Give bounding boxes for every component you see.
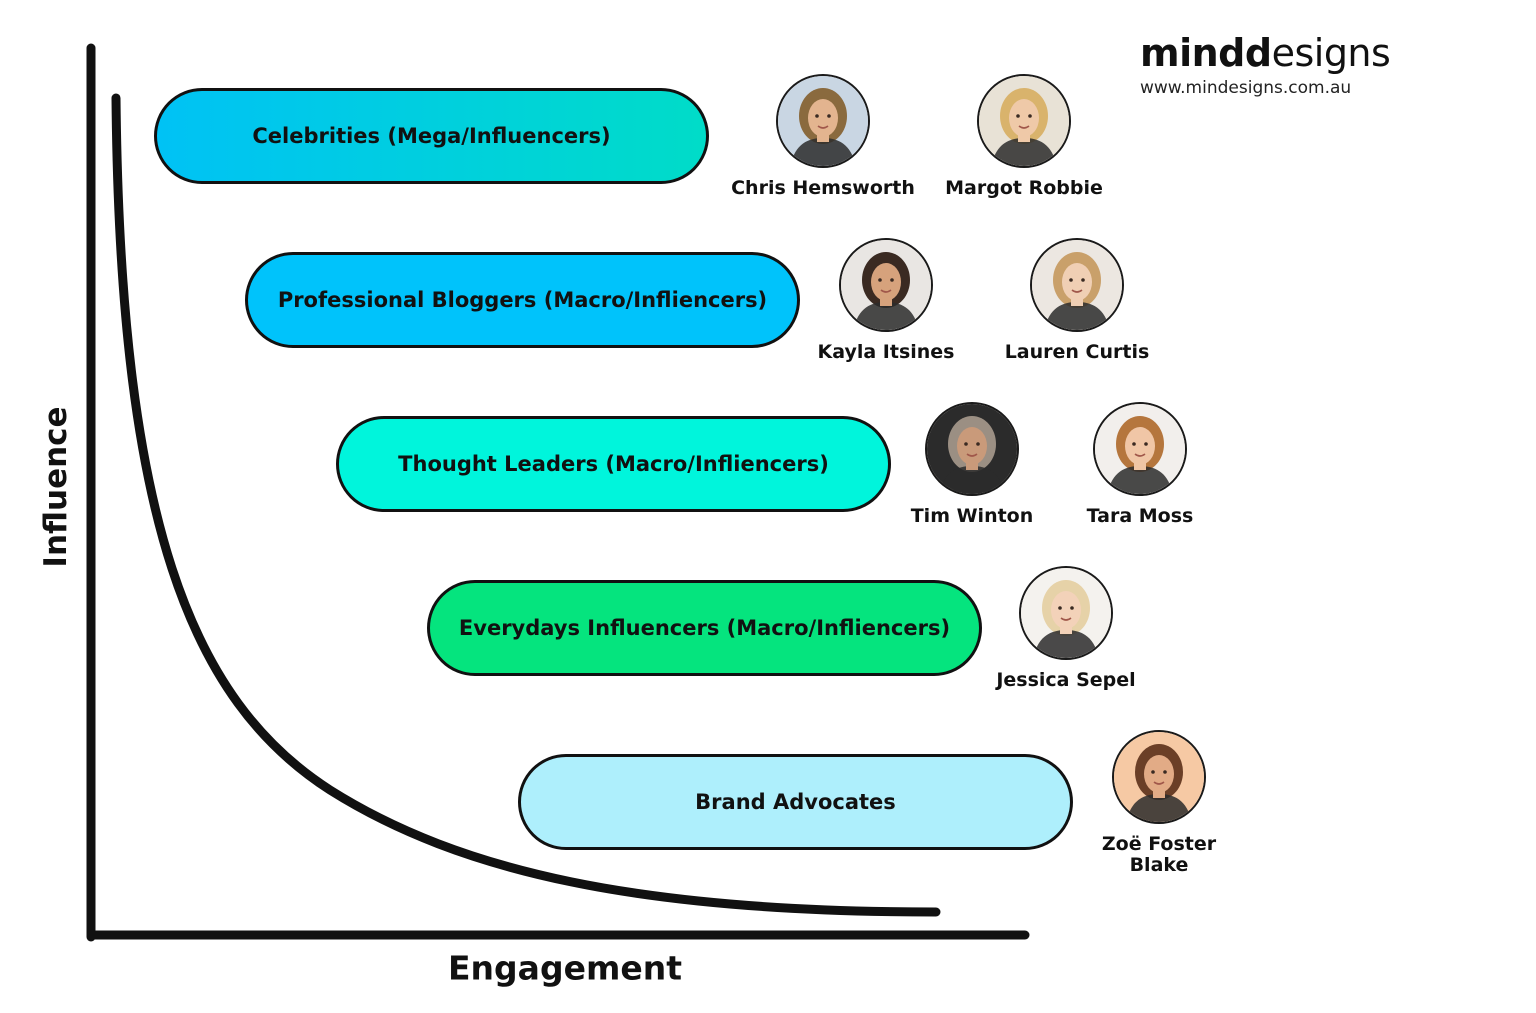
person-name: Zoë Foster Blake bbox=[1101, 833, 1217, 876]
x-axis-label: Engagement bbox=[448, 948, 682, 988]
portrait-icon bbox=[1019, 566, 1113, 660]
portrait-eye-left bbox=[1058, 606, 1062, 610]
tier-label: Thought Leaders (Macro/Infliencers) bbox=[398, 452, 829, 476]
portrait-mouth bbox=[1153, 781, 1165, 785]
portrait-eye-left bbox=[964, 442, 968, 446]
person-name: Margot Robbie bbox=[945, 177, 1103, 199]
portrait-shoulders bbox=[790, 138, 856, 166]
tier-label: Brand Advocates bbox=[695, 790, 896, 814]
portrait-mouth bbox=[1060, 617, 1072, 621]
person-name: Chris Hemsworth bbox=[731, 177, 915, 199]
person-chris-hemsworth: Chris Hemsworth bbox=[723, 74, 923, 199]
person-lauren-curtis: Lauren Curtis bbox=[977, 238, 1177, 363]
portrait-icon bbox=[977, 74, 1071, 168]
portrait-drawing bbox=[979, 76, 1069, 166]
portrait-drawing bbox=[778, 76, 868, 166]
portrait-eye-right bbox=[1144, 442, 1148, 446]
portrait-mouth bbox=[817, 125, 829, 129]
portrait-eye-right bbox=[976, 442, 980, 446]
person-name: Tara Moss bbox=[1086, 505, 1194, 527]
portrait-icon bbox=[776, 74, 870, 168]
portrait-drawing bbox=[1021, 568, 1111, 658]
tier-thought-leaders: Thought Leaders (Macro/Infliencers) bbox=[336, 416, 891, 512]
portrait-face bbox=[1125, 427, 1155, 465]
portrait-eye-left bbox=[1016, 114, 1020, 118]
portrait-face bbox=[957, 427, 987, 465]
person-jessica-sepel: Jessica Sepel bbox=[966, 566, 1166, 691]
portrait-eye-right bbox=[1081, 278, 1085, 282]
portrait-shoulders bbox=[1033, 630, 1099, 658]
portrait-drawing bbox=[1114, 732, 1204, 822]
person-tara-moss: Tara Moss bbox=[1040, 402, 1240, 527]
portrait-shoulders bbox=[991, 138, 1057, 166]
brand-name-mid: d bbox=[1244, 31, 1272, 75]
portrait-mouth bbox=[880, 289, 892, 293]
person-tim-winton: Tim Winton bbox=[872, 402, 1072, 527]
portrait-shoulders bbox=[939, 466, 1005, 494]
portrait-eye-right bbox=[890, 278, 894, 282]
tier-label: Professional Bloggers (Macro/Infliencers… bbox=[277, 288, 768, 312]
portrait-shoulders bbox=[1044, 302, 1110, 330]
portrait-icon bbox=[1030, 238, 1124, 332]
portrait-icon bbox=[925, 402, 1019, 496]
portrait-drawing bbox=[927, 404, 1017, 494]
portrait-face bbox=[1062, 263, 1092, 301]
portrait-mouth bbox=[1134, 453, 1146, 457]
portrait-eye-right bbox=[1070, 606, 1074, 610]
portrait-eye-left bbox=[1069, 278, 1073, 282]
portrait-shoulders bbox=[1126, 794, 1192, 822]
portrait-eye-left bbox=[878, 278, 882, 282]
portrait-eye-left bbox=[1132, 442, 1136, 446]
portrait-face bbox=[1144, 755, 1174, 793]
tier-label: Celebrities (Mega/Influencers) bbox=[252, 124, 611, 148]
portrait-drawing bbox=[1095, 404, 1185, 494]
person-kayla-itsines: Kayla Itsines bbox=[786, 238, 986, 363]
portrait-face bbox=[871, 263, 901, 301]
brand-url: www.mindesigns.com.au bbox=[1140, 78, 1352, 98]
portrait-eye-left bbox=[1151, 770, 1155, 774]
person-name: Lauren Curtis bbox=[1004, 341, 1150, 363]
person-name: Tim Winton bbox=[910, 505, 1034, 527]
portrait-mouth bbox=[966, 453, 978, 457]
brand-name-bold: mind bbox=[1140, 31, 1245, 75]
portrait-shoulders bbox=[1107, 466, 1173, 494]
brand-logo: minddesigns www.mindesigns.com.au bbox=[1140, 30, 1391, 98]
portrait-icon bbox=[839, 238, 933, 332]
portrait-drawing bbox=[841, 240, 931, 330]
portrait-eye-right bbox=[1028, 114, 1032, 118]
brand-name: minddesigns bbox=[1140, 30, 1391, 76]
brand-name-light: esigns bbox=[1271, 31, 1391, 75]
portrait-eye-right bbox=[1163, 770, 1167, 774]
portrait-shoulders bbox=[853, 302, 919, 330]
person-margot-robbie: Margot Robbie bbox=[924, 74, 1124, 199]
portrait-mouth bbox=[1071, 289, 1083, 293]
portrait-face bbox=[1009, 99, 1039, 137]
tier-everyday-influencers: Everydays Influencers (Macro/Infliencers… bbox=[427, 580, 982, 676]
portrait-face bbox=[808, 99, 838, 137]
portrait-eye-left bbox=[815, 114, 819, 118]
y-axis-label: Influence bbox=[38, 406, 74, 568]
person-zoe-foster-blake: Zoë Foster Blake bbox=[1059, 730, 1259, 876]
influence-engagement-curve bbox=[111, 93, 941, 917]
tier-celebrities: Celebrities (Mega/Influencers) bbox=[154, 88, 709, 184]
portrait-icon bbox=[1093, 402, 1187, 496]
portrait-eye-right bbox=[827, 114, 831, 118]
person-name: Kayla Itsines bbox=[817, 341, 955, 363]
person-name: Jessica Sepel bbox=[996, 669, 1136, 691]
tier-professional-bloggers: Professional Bloggers (Macro/Infliencers… bbox=[245, 252, 800, 348]
portrait-drawing bbox=[1032, 240, 1122, 330]
portrait-mouth bbox=[1018, 125, 1030, 129]
portrait-icon bbox=[1112, 730, 1206, 824]
tier-brand-advocates: Brand Advocates bbox=[518, 754, 1073, 850]
tier-label: Everydays Influencers (Macro/Infliencers… bbox=[458, 616, 951, 640]
portrait-face bbox=[1051, 591, 1081, 629]
